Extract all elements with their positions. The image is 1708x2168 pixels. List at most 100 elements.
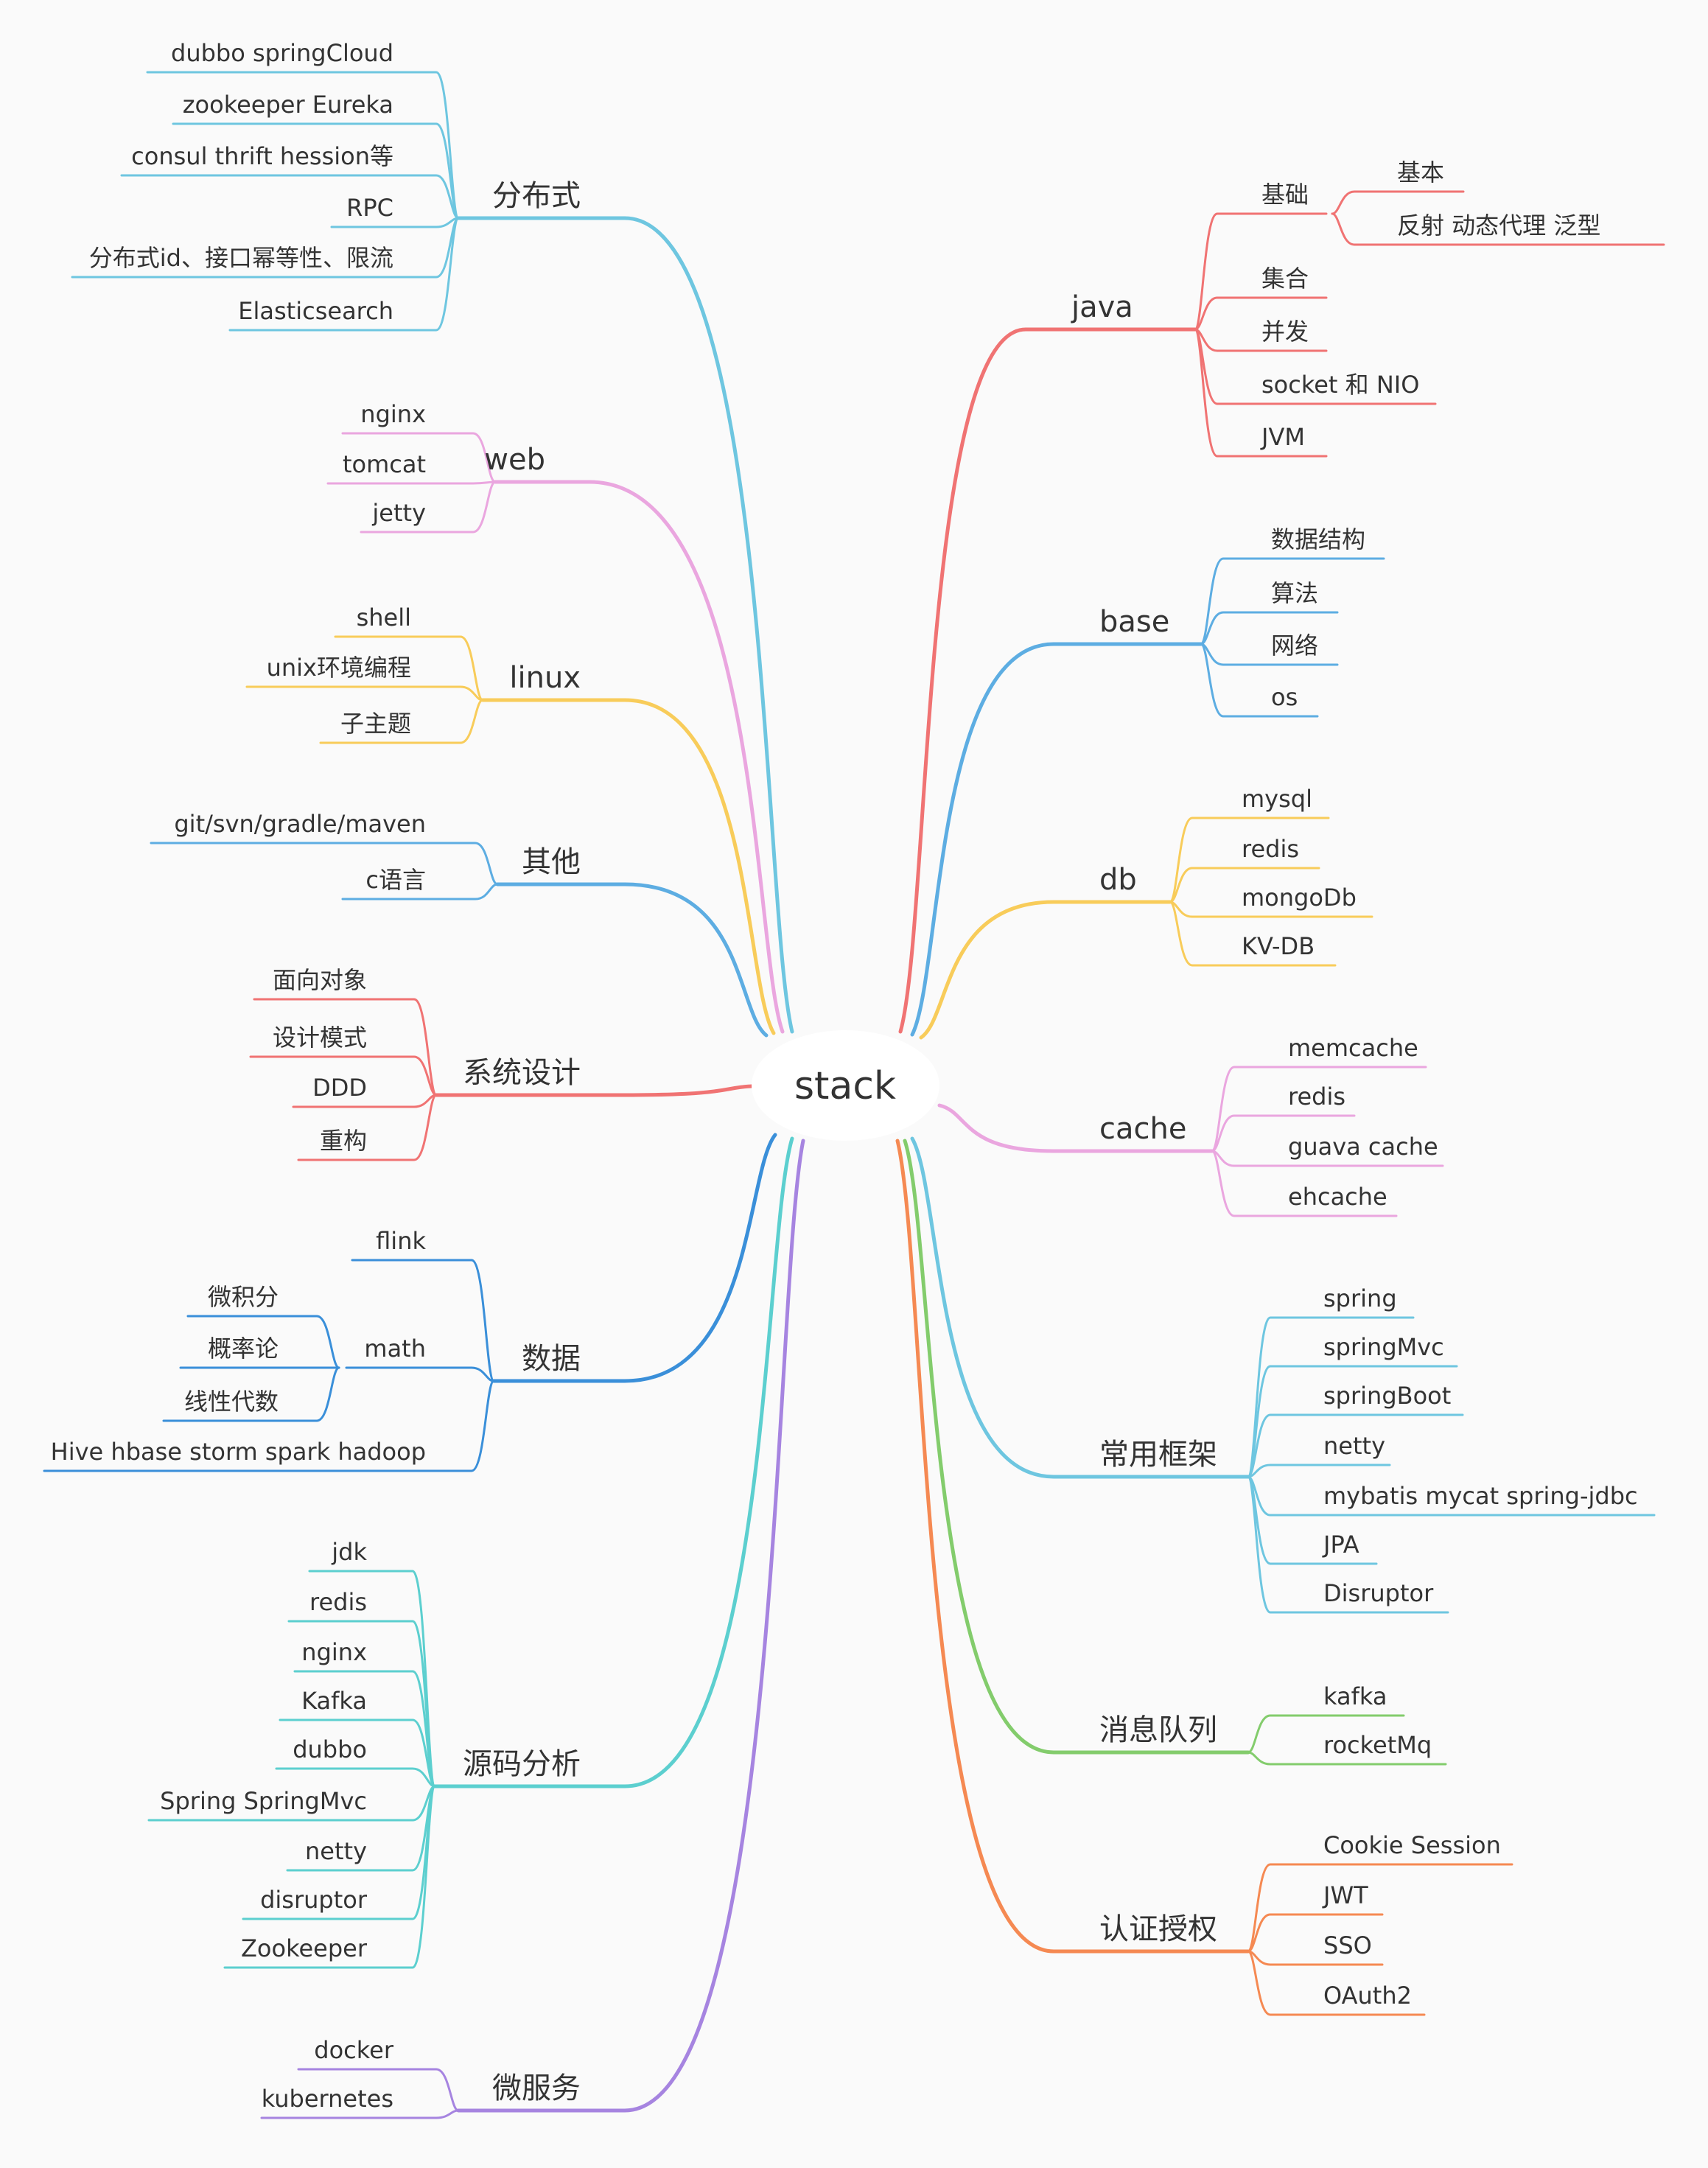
grandchild-link	[162, 1366, 340, 1422]
sub-topic[interactable]: KV-DB	[1242, 932, 1315, 960]
sub-topic[interactable]: spring	[1323, 1284, 1397, 1312]
sub-topic[interactable]: unix环境编程	[266, 654, 411, 682]
sub-topic[interactable]: jetty	[372, 499, 426, 527]
sub-topic[interactable]: zookeeper Eureka	[182, 91, 393, 119]
sub-topic[interactable]: Zookeeper	[241, 1934, 367, 1962]
sub-topic[interactable]: OAuth2	[1323, 1982, 1412, 2010]
branch-topic[interactable]: 系统设计	[463, 1056, 581, 1090]
branch-link-5	[903, 1139, 1250, 1755]
sub-topic[interactable]: nginx	[360, 400, 426, 428]
sub-topic[interactable]: JPA	[1323, 1531, 1359, 1559]
branch-topic[interactable]: 微服务	[492, 2071, 581, 2105]
sub-topic[interactable]: 分布式id、接口幂等性、限流	[88, 244, 393, 272]
child-link	[341, 432, 497, 483]
sub-topic[interactable]: dubbo springCloud	[171, 39, 393, 67]
sub-topic[interactable]: ehcache	[1288, 1183, 1387, 1211]
sub-topic[interactable]: kubernetes	[261, 2085, 393, 2113]
sub-topic[interactable]: 数据结构	[1271, 525, 1366, 553]
branch-topic[interactable]: linux	[509, 661, 581, 695]
sub-topic[interactable]: mongoDb	[1242, 884, 1357, 912]
sub-sub-topic[interactable]: 反射 动态代理 泛型	[1397, 211, 1601, 239]
center-topic[interactable]: stack	[794, 1064, 897, 1108]
sub-topic[interactable]: springMvc	[1323, 1333, 1444, 1361]
sub-topic[interactable]: git/svn/gradle/maven	[174, 810, 426, 838]
sub-topic[interactable]: flink	[376, 1227, 426, 1255]
child-link	[249, 1055, 438, 1097]
sub-sub-topic[interactable]: 微积分	[207, 1283, 279, 1311]
branch-topic[interactable]: 数据	[522, 1342, 581, 1376]
sub-topic[interactable]: 基础	[1261, 181, 1309, 209]
sub-topic[interactable]: DDD	[312, 1074, 367, 1102]
sub-topic[interactable]: JVM	[1261, 423, 1305, 451]
sub-topic[interactable]: Kafka	[301, 1687, 367, 1715]
sub-topic[interactable]: JWT	[1323, 1881, 1368, 1909]
branch-topic[interactable]: 消息队列	[1099, 1713, 1217, 1747]
branch-topic[interactable]: db	[1099, 863, 1137, 897]
sub-topic[interactable]: redis	[1242, 835, 1300, 863]
sub-topic[interactable]: c语言	[365, 866, 426, 894]
sub-topic[interactable]: guava cache	[1288, 1133, 1438, 1161]
branch-link-8	[493, 480, 785, 1034]
sub-topic[interactable]: dubbo	[293, 1735, 367, 1763]
sub-topic[interactable]: netty	[1323, 1432, 1385, 1460]
sub-topic[interactable]: netty	[305, 1837, 367, 1865]
branch-topic[interactable]: 其他	[522, 845, 581, 879]
sub-topic[interactable]: Elasticsearch	[238, 297, 393, 325]
sub-topic[interactable]: 并发	[1261, 318, 1309, 346]
sub-topic[interactable]: shell	[356, 604, 411, 632]
branch-topic[interactable]: java	[1071, 290, 1133, 324]
sub-topic[interactable]: RPC	[346, 194, 393, 222]
branch-topic[interactable]: 分布式	[492, 179, 581, 213]
sub-topic[interactable]: Hive hbase storm spark hadoop	[50, 1438, 426, 1466]
child-link	[1247, 1863, 1513, 1953]
grandchild-link	[1331, 212, 1665, 246]
child-link	[1194, 328, 1328, 458]
sub-topic[interactable]: 面向对象	[272, 966, 367, 994]
branch-topic[interactable]: 常用框架	[1099, 1438, 1217, 1472]
branch-topic[interactable]: 源码分析	[463, 1747, 581, 1781]
sub-topic[interactable]: Cookie Session	[1323, 1831, 1501, 1859]
child-link	[1194, 212, 1328, 331]
sub-topic[interactable]: mysql	[1242, 785, 1312, 813]
child-link	[1211, 1150, 1398, 1217]
sub-topic[interactable]: jdk	[332, 1538, 367, 1566]
sub-topic[interactable]: redis	[309, 1588, 367, 1616]
sub-topic[interactable]: disruptor	[260, 1886, 367, 1914]
sub-topic[interactable]: rocketMq	[1323, 1731, 1432, 1759]
sub-topic[interactable]: socket 和 NIO	[1261, 371, 1420, 399]
sub-topic[interactable]: os	[1271, 683, 1298, 711]
sub-sub-topic[interactable]: 基本	[1397, 158, 1445, 186]
center-topic-bubble[interactable]	[752, 1030, 939, 1141]
child-link	[120, 174, 460, 220]
sub-topic[interactable]: memcache	[1288, 1034, 1418, 1062]
sub-topic[interactable]: 网络	[1271, 632, 1319, 660]
sub-topic[interactable]: nginx	[301, 1638, 367, 1666]
sub-topic[interactable]: SSO	[1323, 1931, 1372, 1959]
branch-topic[interactable]: cache	[1099, 1112, 1187, 1146]
child-link	[1247, 1913, 1384, 1953]
sub-topic[interactable]: Spring SpringMvc	[160, 1787, 367, 1815]
sub-topic[interactable]: 设计模式	[272, 1024, 367, 1052]
sub-topic[interactable]: 算法	[1271, 579, 1319, 607]
branch-topic[interactable]: web	[484, 443, 545, 477]
sub-topic[interactable]: math	[364, 1335, 426, 1363]
sub-topic[interactable]: redis	[1288, 1083, 1346, 1111]
sub-topic[interactable]: Disruptor	[1323, 1579, 1434, 1607]
branch-link-10	[495, 882, 769, 1038]
sub-topic[interactable]: docker	[314, 2036, 393, 2064]
sub-topic[interactable]: tomcat	[342, 450, 426, 478]
branch-topic[interactable]: base	[1099, 605, 1170, 639]
sub-topic[interactable]: 集合	[1261, 265, 1309, 293]
child-link	[292, 1094, 438, 1108]
child-link	[150, 842, 499, 886]
sub-sub-topic[interactable]: 线性代数	[183, 1388, 279, 1416]
sub-topic[interactable]: kafka	[1323, 1682, 1387, 1710]
sub-topic[interactable]: mybatis mycat spring-jdbc	[1323, 1482, 1638, 1510]
sub-topic[interactable]: springBoot	[1323, 1382, 1452, 1410]
sub-topic[interactable]: 重构	[319, 1127, 367, 1155]
sub-sub-topic[interactable]: 概率论	[207, 1335, 279, 1363]
sub-topic[interactable]: 子主题	[340, 710, 411, 738]
child-link	[345, 1366, 495, 1382]
sub-topic[interactable]: consul thrift hession等	[131, 142, 393, 170]
branch-topic[interactable]: 认证授权	[1099, 1912, 1217, 1946]
